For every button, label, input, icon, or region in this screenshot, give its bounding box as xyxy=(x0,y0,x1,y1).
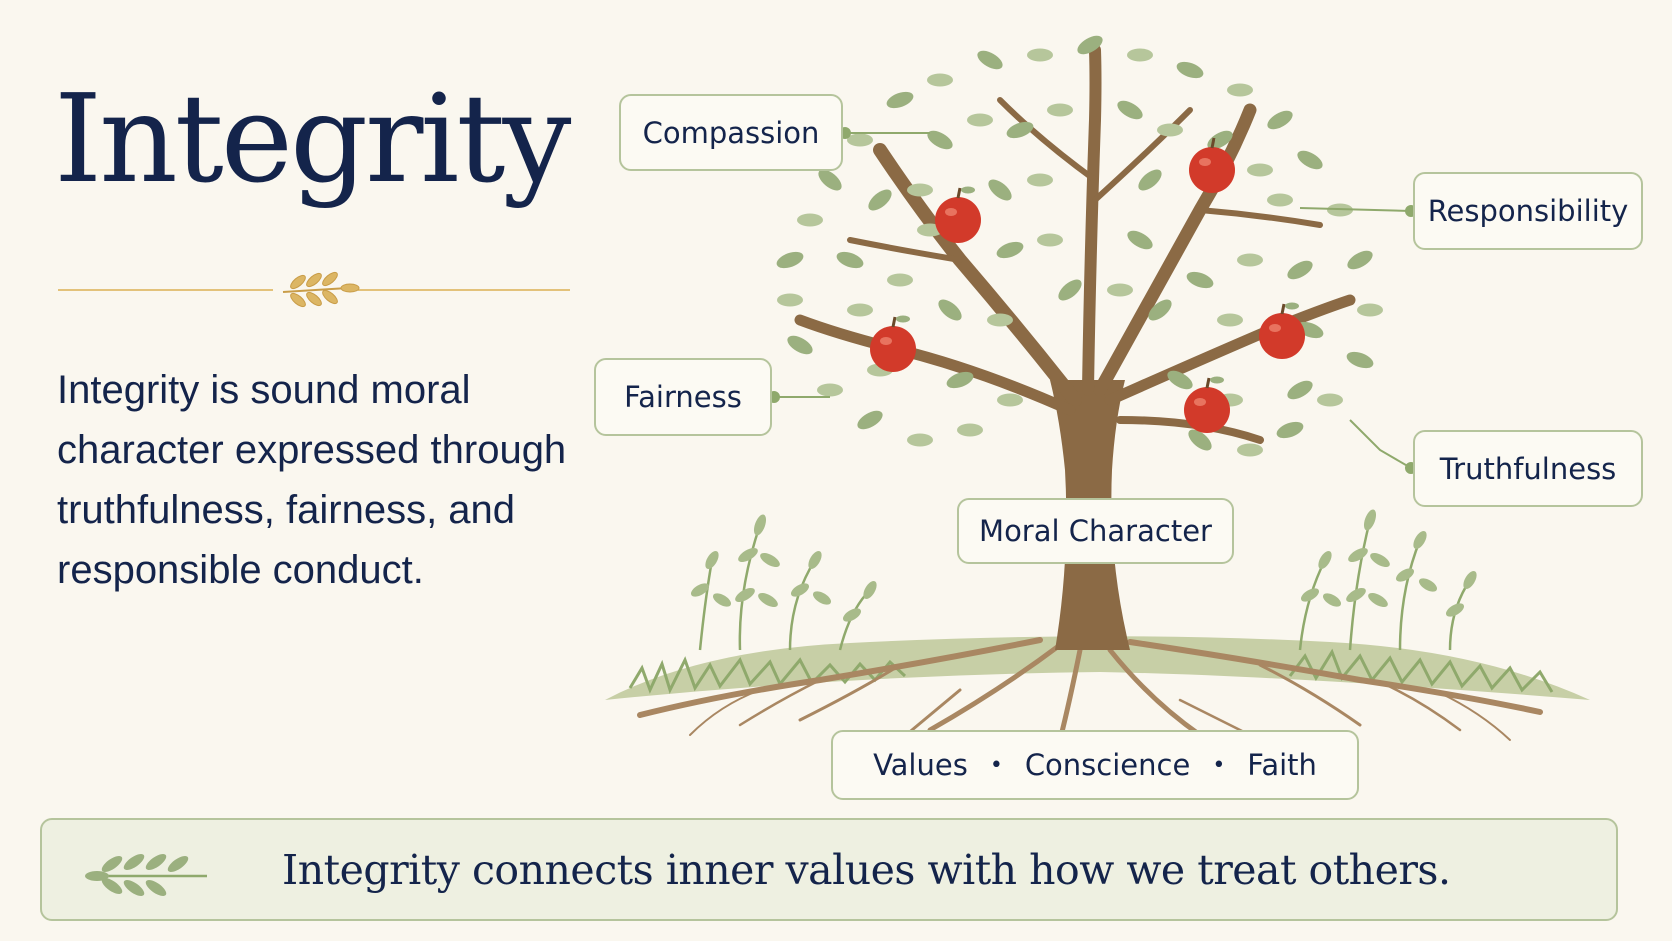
label-fairness: Fairness xyxy=(594,358,772,436)
separator-dot: • xyxy=(989,752,1003,778)
root-item-conscience: Conscience xyxy=(1024,748,1191,782)
apple-icon xyxy=(1184,376,1230,433)
label-truthfulness: Truthfulness xyxy=(1413,430,1643,507)
wheat-sprig-icon xyxy=(282,271,360,308)
root-item-values: Values xyxy=(873,748,968,782)
label-compassion: Compassion xyxy=(619,94,843,171)
roots xyxy=(637,637,1543,747)
apples xyxy=(870,136,1305,433)
footer-text: Integrity connects inner values with how… xyxy=(282,845,1451,894)
description-text: Integrity is sound moral character expre… xyxy=(57,368,567,592)
ground xyxy=(605,636,1590,700)
apple-icon xyxy=(935,186,981,243)
page-title: Integrity xyxy=(54,68,571,210)
separator-dot: • xyxy=(1212,752,1226,778)
root-item-faith: Faith xyxy=(1247,748,1317,782)
label-moral-character: Moral Character xyxy=(957,498,1234,564)
apple-icon xyxy=(1259,302,1305,359)
footer-banner: Integrity connects inner values with how… xyxy=(40,818,1618,921)
right-plants xyxy=(1298,519,1472,651)
apple-icon xyxy=(1189,136,1235,193)
left-plants xyxy=(698,524,871,651)
apple-icon xyxy=(870,315,916,372)
ornamental-divider xyxy=(58,271,570,308)
label-responsibility: Responsibility xyxy=(1413,172,1643,250)
olive-branch-icon xyxy=(85,853,207,897)
roots-label: Values • Conscience • Faith xyxy=(831,730,1359,800)
